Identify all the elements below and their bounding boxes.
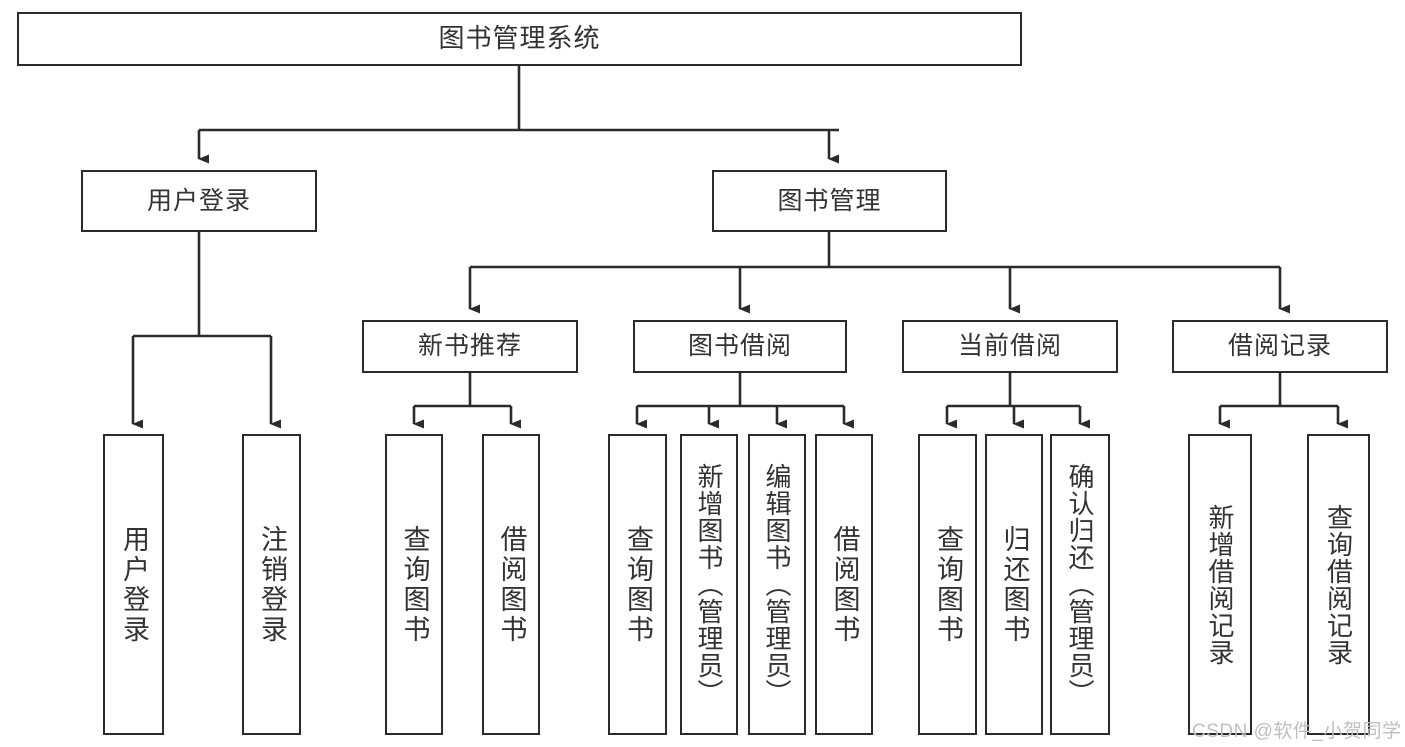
leaf-records-add-record[interactable]: 新增借阅记录 bbox=[1188, 434, 1252, 735]
node-root-system[interactable]: 图书管理系统 bbox=[17, 12, 1022, 66]
node-label: 编辑图书（管理员） bbox=[762, 463, 792, 706]
leaf-borrow-edit-book-admin[interactable]: 编辑图书（管理员） bbox=[748, 434, 806, 735]
leaf-current-confirm-return-admin[interactable]: 确认归还（管理员） bbox=[1050, 434, 1110, 735]
node-book-borrowing[interactable]: 图书借阅 bbox=[633, 320, 847, 373]
node-user-login[interactable]: 用户登录 bbox=[81, 170, 317, 232]
leaf-borrow-borrow-book[interactable]: 借阅图书 bbox=[815, 434, 873, 735]
node-label: 当前借阅 bbox=[957, 332, 1062, 361]
node-label: 归还图书 bbox=[999, 524, 1030, 645]
node-label: 图书管理系统 bbox=[438, 23, 601, 54]
node-book-management[interactable]: 图书管理 bbox=[712, 170, 947, 232]
node-label: 确认归还（管理员） bbox=[1065, 463, 1095, 706]
node-label: 借阅记录 bbox=[1227, 332, 1332, 361]
leaf-new-book-borrow[interactable]: 借阅图书 bbox=[482, 434, 540, 735]
leaf-records-query-record[interactable]: 查询借阅记录 bbox=[1307, 434, 1370, 735]
leaf-current-return-book[interactable]: 归还图书 bbox=[985, 434, 1043, 735]
node-label: 借阅图书 bbox=[829, 524, 860, 645]
node-label: 注销登录 bbox=[257, 524, 287, 645]
leaf-borrow-add-book-admin[interactable]: 新增图书（管理员） bbox=[680, 434, 738, 735]
leaf-borrow-query-book[interactable]: 查询图书 bbox=[608, 434, 667, 735]
leaf-new-book-query[interactable]: 查询图书 bbox=[385, 434, 443, 735]
node-label: 借阅图书 bbox=[496, 524, 527, 645]
node-new-book-recommendation[interactable]: 新书推荐 bbox=[362, 320, 578, 373]
node-label: 新增借阅记录 bbox=[1205, 503, 1235, 666]
node-label: 新书推荐 bbox=[417, 332, 522, 361]
node-label: 查询借阅记录 bbox=[1323, 503, 1354, 666]
leaf-user-login-signout[interactable]: 注销登录 bbox=[242, 434, 301, 735]
node-label: 图书管理 bbox=[777, 186, 882, 215]
node-borrowing-records[interactable]: 借阅记录 bbox=[1172, 320, 1388, 373]
leaf-user-login-signin[interactable]: 用户登录 bbox=[103, 434, 164, 735]
node-label: 查询图书 bbox=[933, 524, 963, 645]
leaf-current-query-book[interactable]: 查询图书 bbox=[918, 434, 977, 735]
node-label: 查询图书 bbox=[399, 524, 430, 645]
node-label: 用户登录 bbox=[119, 524, 149, 645]
node-current-borrowing[interactable]: 当前借阅 bbox=[902, 320, 1118, 373]
node-label: 查询图书 bbox=[623, 524, 653, 645]
node-label: 图书借阅 bbox=[687, 332, 792, 361]
csdn-watermark: CSDN @软件_小贺同学 bbox=[1192, 721, 1402, 742]
node-label: 用户登录 bbox=[146, 186, 251, 215]
node-label: 新增图书（管理员） bbox=[694, 463, 724, 706]
